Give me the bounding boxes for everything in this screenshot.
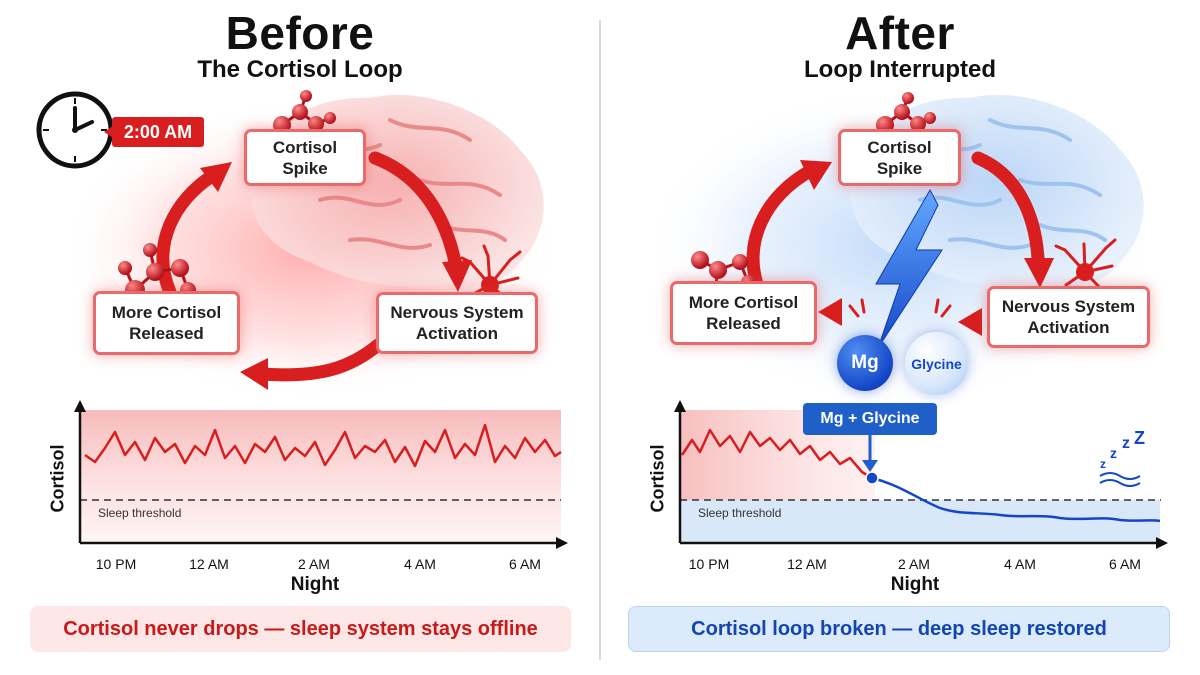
x-axis-label: Night	[290, 574, 340, 595]
panel-divider	[599, 20, 601, 660]
x-tick: 4 AM	[1004, 556, 1036, 572]
after-panel: z z z Z After Loop Interrupted Cortisol …	[600, 0, 1200, 675]
lightning-icon	[875, 188, 943, 349]
x-axis-label: Night	[890, 574, 940, 595]
x-tick: 10 PM	[95, 556, 137, 572]
x-tick: 2 AM	[898, 556, 930, 572]
node-nervous-system: Nervous System Activation	[376, 292, 538, 354]
node-more-cortisol: More Cortisol Released	[670, 281, 817, 345]
neuron-icon	[1054, 238, 1117, 292]
x-tick: 4 AM	[404, 556, 436, 572]
y-axis-label: Cortisol	[47, 444, 68, 513]
supplement-callout: Mg + Glycine	[803, 403, 937, 435]
before-title: Before	[225, 7, 375, 59]
svg-text:Z: Z	[1134, 428, 1145, 448]
after-caption: Cortisol loop broken — deep sleep restor…	[628, 606, 1170, 652]
svg-text:z: z	[1122, 435, 1130, 452]
zzz-icon: z z z Z	[1100, 428, 1145, 471]
x-tick: 6 AM	[1109, 556, 1141, 572]
before-panel: Before The Cortisol Loop 2:00 AM Cortiso…	[30, 7, 571, 652]
clock-time-badge: 2:00 AM	[112, 117, 204, 147]
x-tick: 12 AM	[787, 556, 827, 572]
svg-text:z: z	[1110, 445, 1117, 461]
node-cortisol-spike: Cortisol Spike	[838, 129, 961, 186]
neuron-icon	[460, 244, 522, 302]
cortisol-line-after-red	[680, 428, 873, 480]
after-title: After	[845, 7, 955, 59]
magnesium-bubble: Mg	[837, 335, 893, 391]
clock-icon	[36, 91, 116, 169]
after-subtitle: Loop Interrupted	[804, 56, 996, 83]
cortisol-line-before	[84, 423, 562, 468]
before-caption: Cortisol never drops — sleep system stay…	[30, 606, 571, 652]
threshold-label: Sleep threshold	[98, 506, 182, 520]
cortisol-line-after-blue	[871, 476, 1161, 523]
x-tick: 10 PM	[688, 556, 730, 572]
x-tick: 6 AM	[509, 556, 541, 572]
molecule-icon	[118, 243, 196, 300]
node-more-cortisol: More Cortisol Released	[93, 291, 240, 355]
node-cortisol-spike: Cortisol Spike	[244, 129, 366, 186]
moon-icon	[1069, 440, 1098, 474]
glycine-bubble: Glycine	[905, 332, 968, 395]
threshold-label: Sleep threshold	[698, 506, 782, 520]
before-subtitle: The Cortisol Loop	[197, 56, 403, 83]
node-nervous-system: Nervous System Activation	[987, 286, 1150, 348]
x-tick: 2 AM	[298, 556, 330, 572]
y-axis-label: Cortisol	[647, 444, 668, 513]
svg-text:z: z	[1100, 457, 1106, 471]
x-tick: 12 AM	[189, 556, 229, 572]
